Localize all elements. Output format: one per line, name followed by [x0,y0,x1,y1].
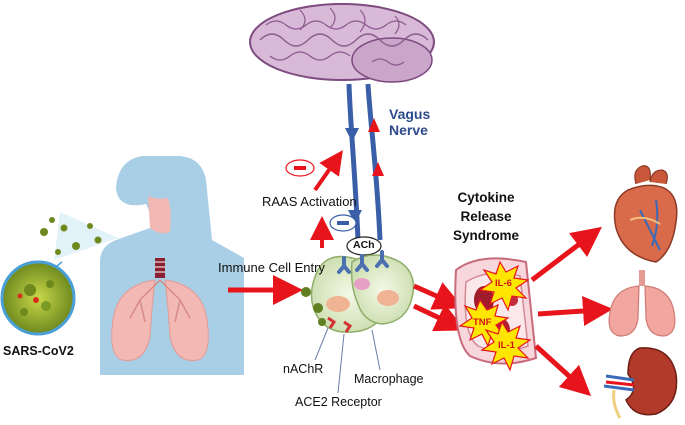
nachr-label: nAChR [283,362,324,376]
nachr-pointer [314,327,329,361]
ach-label: ACh [353,239,375,251]
human-respiratory-icon [100,156,244,375]
tnf-label: TNF [473,317,492,328]
virus-icon [0,260,76,336]
il1-label: IL-1 [498,340,515,351]
immune-cell-entry-label: Immune Cell Entry [218,260,325,275]
crs-label-line2: Release [460,209,512,224]
crs-label-line1: Cytokine [457,190,515,205]
cytokine-bursts [458,260,532,372]
vagus-nerve-label-line1: Vagus [389,106,431,122]
vagus-nerve-icon [345,83,384,241]
vagus-nerve-label-line2: Nerve [389,122,428,138]
kidney-icon [603,347,678,419]
minus-badge-1 [285,159,315,177]
raas-activation-label: RAAS Activation [262,194,357,209]
macrophage-cell-icon [301,250,415,333]
raas-arrow [313,150,343,192]
minus-badge-2 [329,214,357,232]
brain-icon [249,3,435,83]
ace2-pointer [337,333,345,394]
arrow-to-lungs [537,296,613,326]
crs-label-line3: Syndrome [452,228,520,243]
cell-to-vessel-arrow-1 [412,282,464,310]
heart-icon [613,165,678,263]
ach-oval [346,236,382,256]
ace2-receptor-label: ACE2 Receptor [295,395,382,409]
sars-cov2-label: SARS-CoV2 [3,344,74,358]
cell-to-vessel-arrow-2 [412,303,466,332]
arrow-to-kidney [534,344,592,397]
virus-spray [40,212,118,260]
lungs-icon [608,270,676,337]
arrow-to-heart [530,226,602,282]
macrophage-label: Macrophage [354,372,424,386]
macrophage-pointer [371,329,381,371]
il6-label: IL-6 [495,278,512,289]
